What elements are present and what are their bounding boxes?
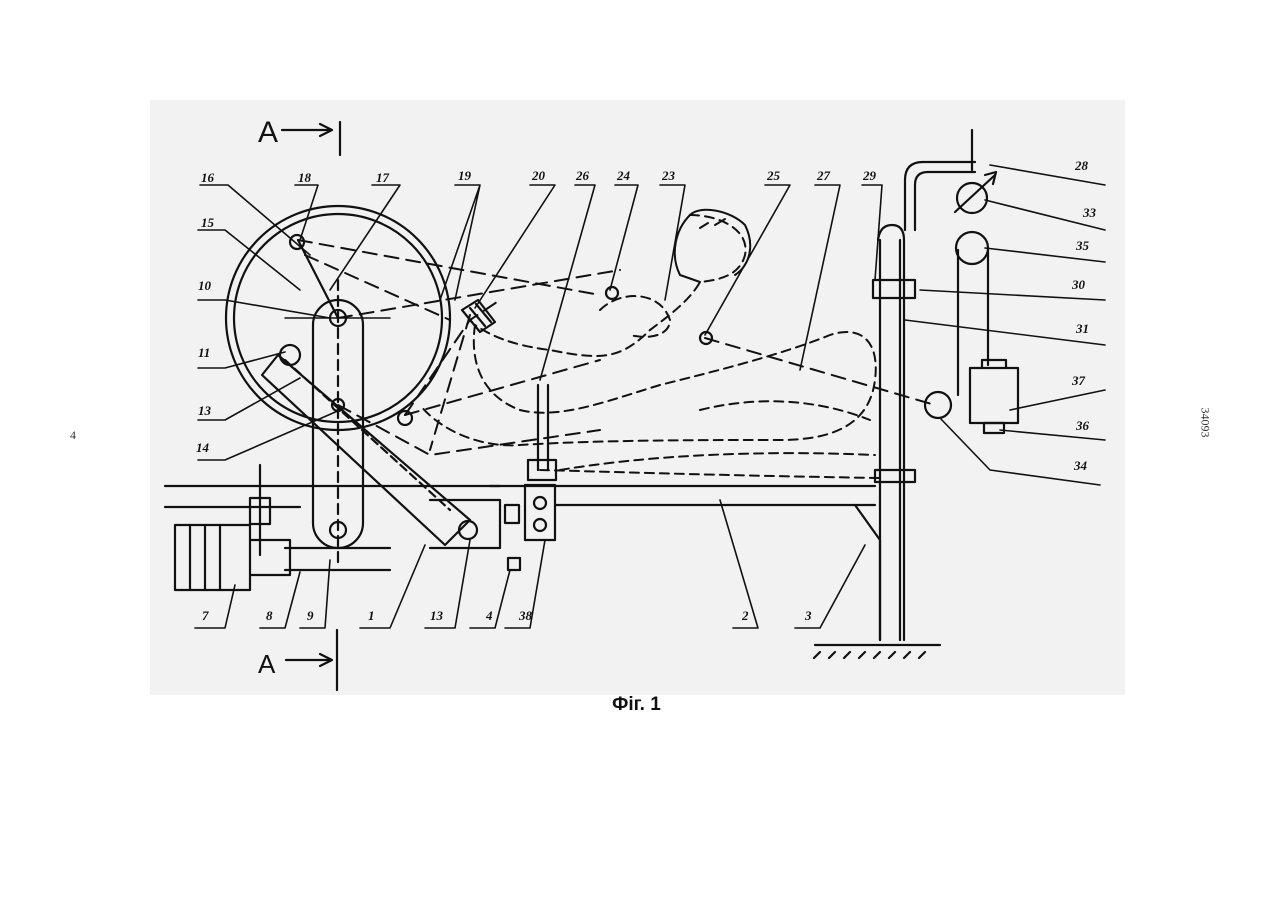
callout-label: 7 <box>202 608 209 623</box>
joint-24 <box>606 287 618 299</box>
callout-label: 3 <box>804 608 812 623</box>
slot-lever <box>262 345 477 545</box>
bed <box>490 486 880 640</box>
callout-label: 2 <box>741 608 749 623</box>
callout-label: 15 <box>201 215 215 230</box>
callout-label: 20 <box>531 168 546 183</box>
callout-label: 34 <box>1073 458 1088 473</box>
callout-label: 23 <box>661 168 676 183</box>
base-frame <box>165 465 500 570</box>
callout-label: 24 <box>616 168 631 183</box>
callout-label: 13 <box>198 403 212 418</box>
pulley-system <box>925 172 1018 433</box>
section-mark-top: A <box>258 116 278 149</box>
callout-label: 36 <box>1075 418 1090 433</box>
callout-label: 1 <box>368 608 375 623</box>
cable-lines <box>298 240 935 455</box>
callout-label: 17 <box>376 170 390 185</box>
callout-label: 26 <box>575 168 590 183</box>
callout-label: 25 <box>766 168 781 183</box>
callout-label: 8 <box>266 608 273 623</box>
motor <box>175 525 290 590</box>
page-number: 4 <box>70 428 76 443</box>
callout-label: 31 <box>1075 321 1089 336</box>
section-mark-bottom: A <box>258 649 276 679</box>
patient-figure <box>420 215 880 478</box>
joint-19 <box>398 411 412 425</box>
callout-label: 37 <box>1071 373 1086 388</box>
callout-label: 19 <box>458 168 472 183</box>
patient-head <box>675 210 750 282</box>
section-line-a-top <box>282 122 340 155</box>
callout-label: 27 <box>816 168 831 183</box>
patent-figure-drawing: A A 16 18 17 19 20 26 24 23 25 27 29 28 … <box>150 100 1125 695</box>
callout-label: 30 <box>1071 277 1086 292</box>
callout-label: 38 <box>518 608 533 623</box>
callout-label: 4 <box>485 608 493 623</box>
document-number: 34093 <box>1198 408 1213 438</box>
callout-label: 29 <box>862 168 877 183</box>
callout-label: 13 <box>430 608 444 623</box>
callout-label: 16 <box>201 170 215 185</box>
leader-lines <box>195 165 1105 628</box>
callout-label: 11 <box>198 345 210 360</box>
callout-label: 33 <box>1082 205 1097 220</box>
callout-label: 35 <box>1075 238 1090 253</box>
callout-label: 18 <box>298 170 312 185</box>
callout-label: 14 <box>196 440 210 455</box>
figure-caption: Фіг. 1 <box>0 694 1273 716</box>
section-line-a-bottom <box>286 630 337 690</box>
callout-label: 9 <box>307 608 314 623</box>
callout-label: 28 <box>1074 158 1089 173</box>
vertical-slider <box>505 385 556 570</box>
callout-label: 10 <box>198 278 212 293</box>
crank-arm <box>290 235 338 318</box>
